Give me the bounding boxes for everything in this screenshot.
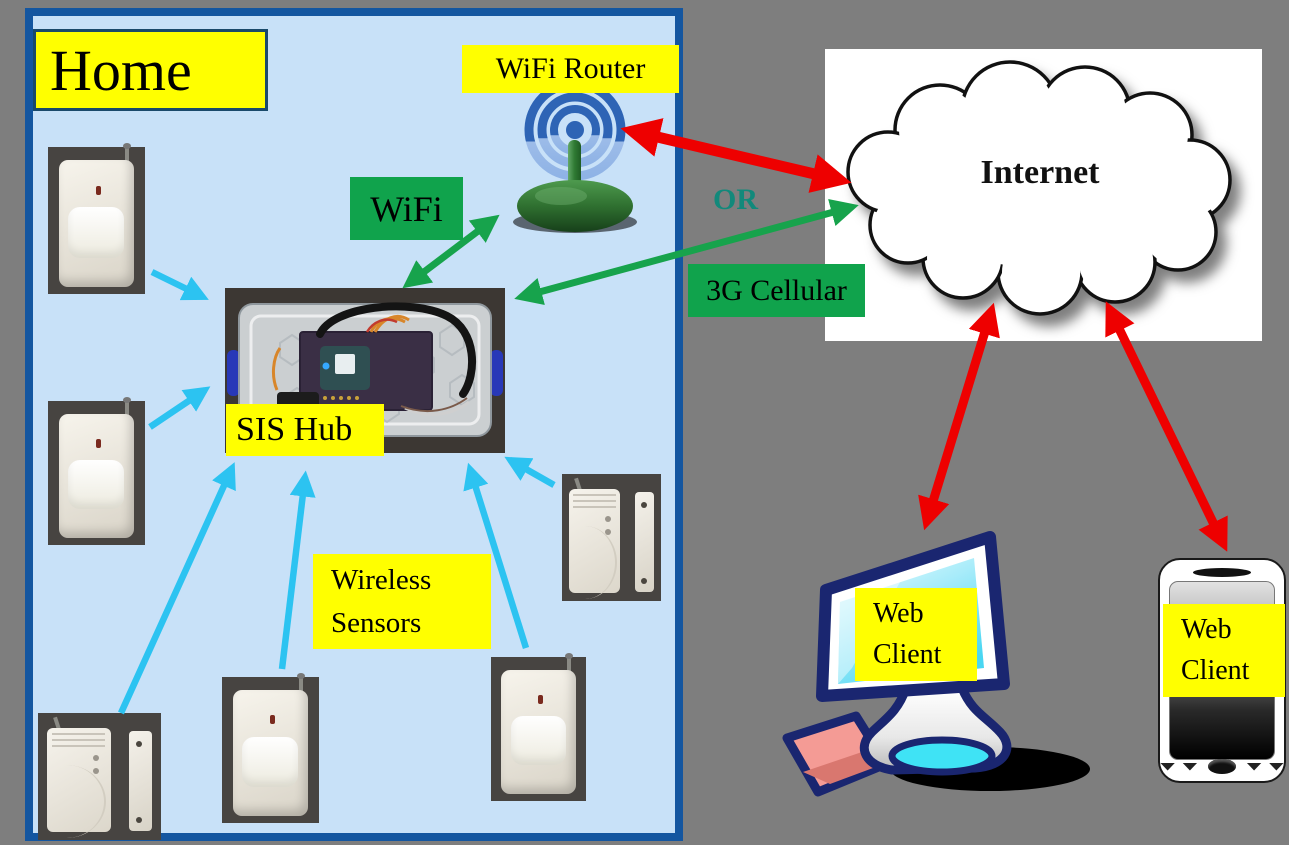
phone-trackball: [1207, 759, 1237, 774]
motion-sensor-photo: [491, 653, 586, 801]
sensor-magnet-bar: [129, 730, 153, 832]
motion-sensor-photo: [48, 397, 145, 545]
sensor-lens: [511, 715, 566, 766]
arrow-internet-phone: [1105, 301, 1228, 552]
sensor-ridges: [51, 733, 106, 752]
sensor-antenna: [123, 143, 132, 165]
arrow-internet-desktop: [918, 302, 1000, 531]
sensor-body: [46, 728, 111, 838]
sensor-decoration: [27, 764, 107, 838]
phone-key: [1160, 762, 1176, 771]
sensor-dot: [93, 767, 100, 774]
door-sensor-photo: [38, 713, 161, 840]
web-client-desktop-label: Web Client: [855, 588, 977, 681]
hub-drawing: [225, 288, 505, 453]
sensor-dot: [136, 740, 143, 747]
sensor-antenna: [297, 673, 306, 695]
sensor-body: [58, 160, 135, 287]
sensor-magnet-bar: [635, 491, 655, 593]
motion-sensor-photo: [222, 673, 319, 823]
motion-sensor-photo: [48, 143, 145, 294]
sensor-ridges: [573, 494, 617, 513]
sensor-body: [58, 413, 135, 538]
sensor-lens: [242, 736, 299, 787]
sensor-dot: [640, 501, 647, 508]
sensor-lens: [68, 206, 125, 258]
phone-key: [1268, 762, 1284, 771]
sis-hub-photo: [225, 288, 505, 453]
phone-key: [1246, 762, 1262, 771]
sensor-dot: [93, 755, 100, 762]
web-client-phone-label: Web Client: [1163, 604, 1285, 697]
sensor-antenna: [123, 397, 132, 419]
home-title: Home: [33, 29, 268, 111]
sensor-dot: [605, 528, 612, 535]
sensor-led: [95, 185, 101, 195]
sensor-body: [232, 690, 309, 816]
wifi-router-drawing: [513, 79, 637, 233]
wifi-label: WiFi: [350, 177, 463, 240]
internet-region: Internet: [825, 49, 1262, 341]
sis-hub-label: SIS Hub: [226, 404, 384, 456]
sensor-body: [501, 669, 576, 794]
wifi-router-label: WiFi Router: [462, 45, 679, 93]
phone-speaker: [1193, 568, 1251, 577]
sensor-decoration: [553, 525, 618, 599]
sensor-led: [537, 694, 543, 704]
wireless-sensors-label: Wireless Sensors: [313, 554, 491, 649]
phone-buttons: [1160, 759, 1284, 774]
sensor-dot: [136, 817, 143, 824]
sensor-body: [568, 489, 621, 599]
door-sensor-photo: [562, 474, 661, 601]
cellular-label: 3G Cellular: [688, 264, 865, 317]
sensor-led: [95, 438, 101, 448]
internet-label: Internet: [981, 154, 1101, 191]
sensor-led: [269, 715, 275, 725]
sensor-lens: [68, 459, 125, 510]
sensor-dot: [605, 516, 612, 523]
phone-key: [1182, 762, 1198, 771]
sensor-antenna: [564, 653, 573, 675]
or-label: OR: [713, 183, 758, 216]
internet-cloud: Internet: [846, 60, 1232, 316]
sensor-dot: [640, 578, 647, 585]
wifi-router-icon: [495, 79, 655, 240]
